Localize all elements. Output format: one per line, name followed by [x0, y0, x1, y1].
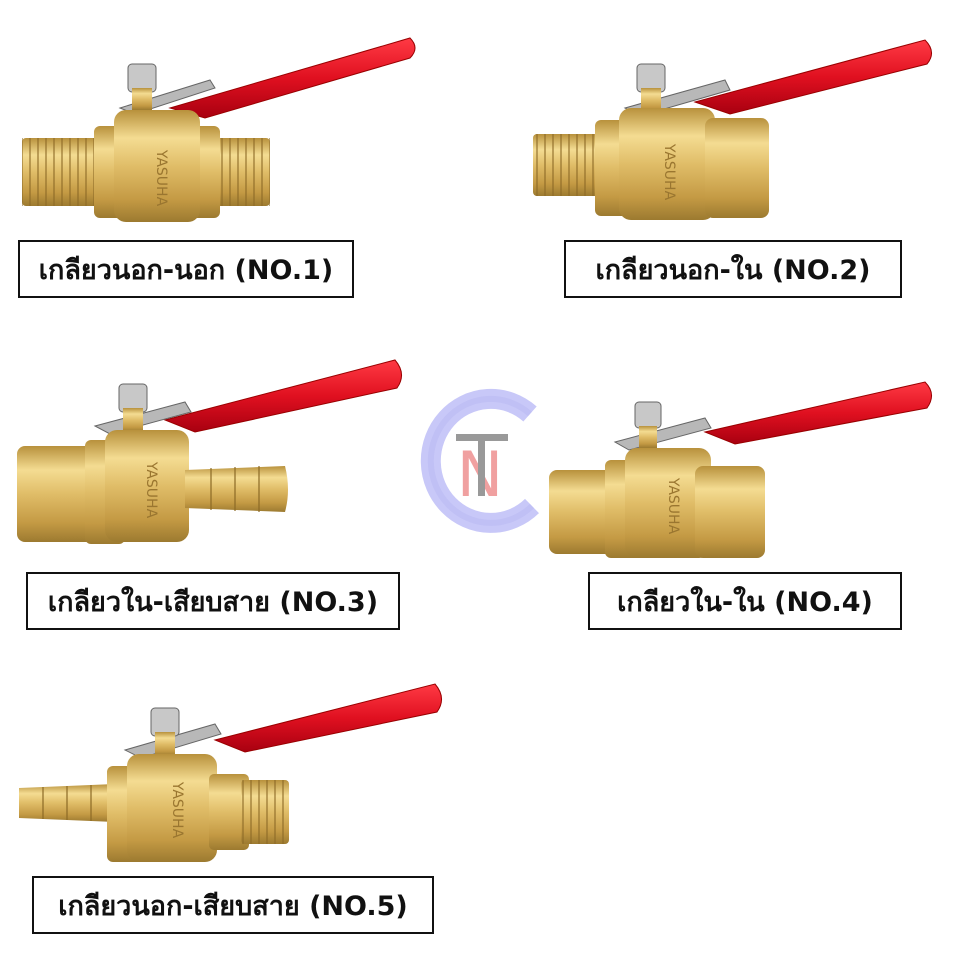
valve-stamp: YASUHA — [153, 149, 169, 207]
valve-no1-image: YASUHA — [22, 37, 416, 222]
valve-no2-image: YASUHA — [533, 39, 932, 220]
valve-stamp: YASUHA — [665, 477, 681, 535]
caption-no2: เกลียวนอก-ใน (NO.2) — [564, 240, 902, 298]
caption-no1: เกลียวนอก-นอก (NO.1) — [18, 240, 354, 298]
valve-no4-image: YASUHA — [549, 381, 932, 558]
caption-no4: เกลียวใน-ใน (NO.4) — [588, 572, 902, 630]
caption-no3: เกลียวใน-เสียบสาย (NO.3) — [26, 572, 400, 630]
caption-no5: เกลียวนอก-เสียบสาย (NO.5) — [32, 876, 434, 934]
valve-stamp: YASUHA — [143, 461, 159, 519]
valve-no3-image: YASUHA — [17, 359, 402, 544]
ctn-logo: N — [420, 388, 539, 533]
valve-no5-image: YASUHA — [19, 683, 442, 862]
valve-stamp: YASUHA — [661, 143, 677, 201]
valve-stamp: YASUHA — [169, 781, 185, 839]
